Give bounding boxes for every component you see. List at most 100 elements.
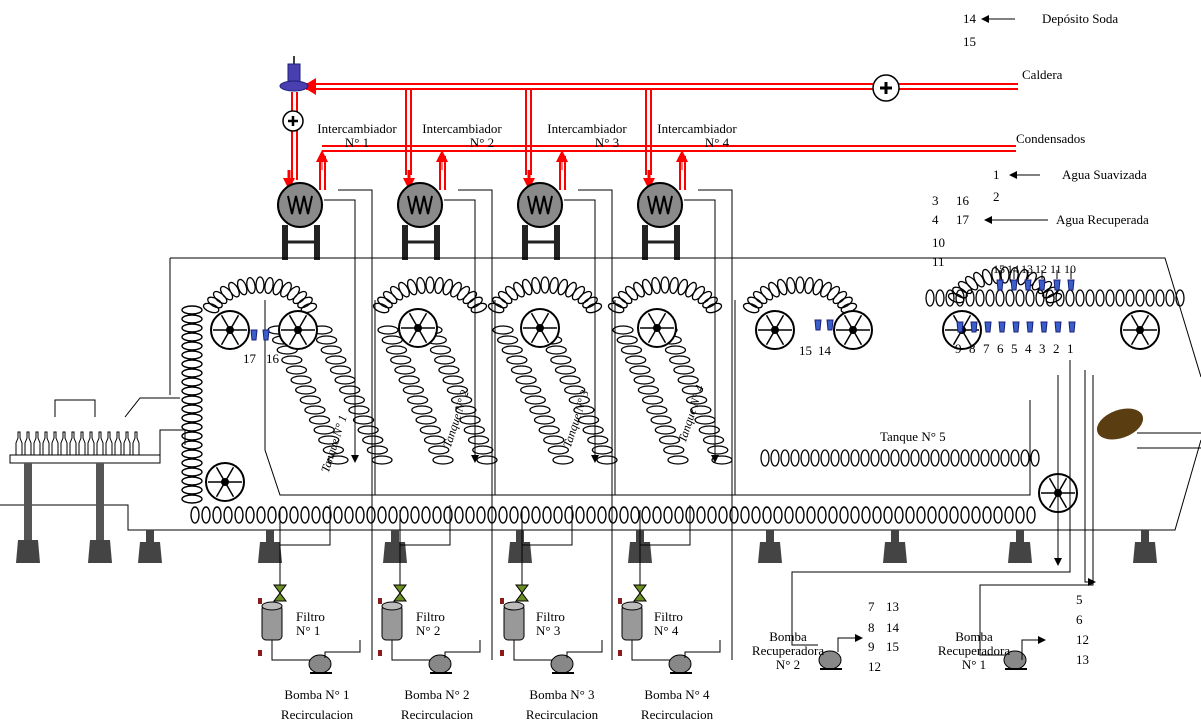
nozzle-num: 14 — [1007, 262, 1019, 276]
nozzle-num: 10 — [1064, 262, 1076, 276]
steam-valve-icon — [280, 56, 308, 91]
sprocket-icon — [279, 311, 317, 349]
recovery-output: 6 — [1076, 613, 1083, 627]
agua-suavizada-num-b: 2 — [993, 190, 1000, 204]
spray-nozzle-icon — [985, 322, 991, 332]
spray-nozzle-icon — [1025, 280, 1031, 290]
nozzle-num: 11 — [1050, 262, 1062, 276]
recovery-output: 8 — [868, 621, 875, 635]
recirculation-pump-icon — [429, 640, 480, 673]
recovery-output: 15 — [886, 640, 899, 654]
spray-nozzle-icon — [997, 280, 1003, 290]
exchanger-label-1: IntercambiadorN° 1 — [305, 122, 409, 150]
nozzle-num: 17 — [243, 352, 256, 366]
bottle-icon — [16, 432, 22, 455]
agua-suavizada-num-a: 1 — [993, 168, 1000, 182]
infeed-conveyor — [10, 398, 185, 540]
steam-trap-icon — [283, 111, 303, 131]
nozzle-num: 14 — [818, 344, 831, 358]
exchanger-label-4: IntercambiadorN° 4 — [645, 122, 749, 150]
bottle-icon — [115, 432, 121, 455]
bottle-icon — [70, 432, 76, 455]
recovery-pump-label-2: BombaRecuperadoraN° 2 — [738, 630, 838, 672]
sprocket-icon — [638, 309, 676, 347]
recovery-output: 12 — [868, 660, 881, 674]
nozzle-num: 12 — [1035, 262, 1047, 276]
spray-nozzle-icon — [815, 320, 821, 330]
condensados-label: Condensados — [1016, 132, 1085, 146]
heat-exchanger-icon — [518, 89, 648, 660]
nozzle-num: 2 — [1053, 342, 1060, 356]
recirculation-pump-icon — [309, 640, 360, 673]
agua-recuperada-num: 10 — [932, 236, 945, 250]
nozzle-num: 15 — [799, 344, 812, 358]
support-leg-icon — [16, 540, 40, 563]
spray-nozzle-icon — [1055, 322, 1061, 332]
support-leg-icon — [383, 530, 407, 563]
spray-nozzle-icon — [1013, 322, 1019, 332]
deposito-num-b: 15 — [963, 35, 976, 49]
recovery-output: 9 — [868, 640, 875, 654]
agua-recuperada-num: 4 — [932, 213, 939, 227]
spray-nozzle-icon — [1011, 280, 1017, 290]
recovery-output: 13 — [1076, 653, 1089, 667]
recovery-output: 7 — [868, 600, 875, 614]
recovery-output: 5 — [1076, 593, 1083, 607]
agua-recuperada-num: 16 — [956, 194, 969, 208]
spray-nozzle-icon — [251, 330, 257, 340]
nozzle-num: 7 — [983, 342, 990, 356]
recirculation-pump-icon — [551, 640, 602, 673]
nozzle-num: 6 — [997, 342, 1004, 356]
washer-housing — [0, 258, 1201, 530]
heat-exchanger-icon — [638, 89, 768, 660]
sprocket-icon — [521, 309, 559, 347]
support-leg-icon — [138, 530, 162, 563]
sprocket-icon — [211, 311, 249, 349]
recovery-output: 13 — [886, 600, 899, 614]
heat-exchanger-icon — [398, 89, 528, 660]
bottle-icon — [88, 432, 94, 455]
spray-nozzle-icon — [999, 322, 1005, 332]
spray-nozzle-icon — [1041, 322, 1047, 332]
bottle-icon — [79, 432, 85, 455]
agua-recuperada-num: 3 — [932, 194, 939, 208]
sprocket-icon — [206, 463, 244, 501]
bottle-icon — [61, 432, 67, 455]
sprocket-icon — [399, 309, 437, 347]
caldera-label: Caldera — [1022, 68, 1062, 82]
agua-suavizada-label: Agua Suavizada — [1062, 168, 1147, 182]
spray-nozzle-icon — [827, 320, 833, 330]
spray-nozzle-icon — [971, 322, 977, 332]
recovery-output: 12 — [1076, 633, 1089, 647]
nozzle-num: 3 — [1039, 342, 1046, 356]
bottle-icon — [97, 432, 103, 455]
spray-nozzle-icon — [1054, 280, 1060, 290]
nozzle-num: 8 — [969, 342, 976, 356]
deposito-num-a: 14 — [963, 12, 976, 26]
sprocket-icon — [1121, 311, 1159, 349]
pump-label-2: Bomba N° 2Recirculacion — [382, 688, 492, 722]
nozzle-num: 1 — [1067, 342, 1074, 356]
bottle-icon — [43, 432, 49, 455]
discharge-bottle — [1093, 403, 1148, 446]
bottle-icon — [34, 432, 40, 455]
support-leg-icon — [758, 530, 782, 563]
spray-nozzle-icon — [263, 330, 269, 340]
bottle-icon — [25, 432, 31, 455]
deposito-soda-label: Depósito Soda — [1042, 12, 1118, 26]
agua-recuperada-num: 11 — [932, 255, 945, 269]
nozzle-num: 15 — [993, 262, 1005, 276]
spray-nozzle-icon — [1039, 280, 1045, 290]
spray-nozzle-icon — [1027, 322, 1033, 332]
nozzle-num: 5 — [1011, 342, 1018, 356]
spray-nozzle-icon — [1069, 322, 1075, 332]
